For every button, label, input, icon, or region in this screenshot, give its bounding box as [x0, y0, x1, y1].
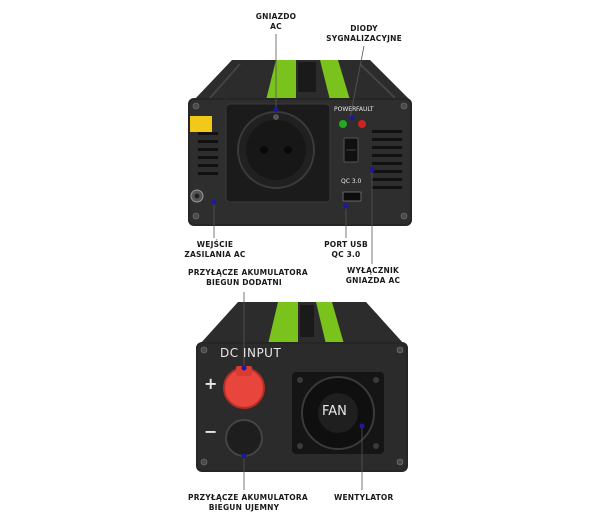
fault-led [358, 120, 366, 128]
callout-wejscie: WEJŚCIE ZASILANIA AC [184, 240, 246, 260]
dc-input-label: DC INPUT [220, 346, 282, 360]
callout-wentylator-line1: WENTYLATOR [334, 493, 394, 502]
callout-wylacznik-line2: GNIAZDA AC [345, 276, 401, 285]
callout-wylacznik-line1: WYŁĄCZNIK [347, 266, 399, 275]
callout-gniazdo-ac: GNIAZDO AC [250, 12, 302, 32]
callout-biegun-dodatni-line2: BIEGUN DODATNI [206, 278, 282, 287]
bottom-callout-dots [241, 365, 365, 459]
power-led [339, 120, 347, 128]
plus-sign: + [204, 374, 218, 393]
callout-diody-line2: SYGNALIZACYJNE [326, 34, 402, 43]
usb-port[interactable] [342, 191, 362, 202]
bottom-callout-lines [243, 292, 363, 490]
usb-label: QC 3.0 [341, 178, 362, 185]
top-right-vents [372, 130, 402, 189]
callout-biegun-dodatni: PRZYŁĄCZE AKUMULATORA BIEGUN DODATNI [188, 268, 308, 288]
top-screws [192, 102, 408, 220]
top-left-vents [198, 132, 218, 175]
callout-diody: DIODY SYGNALIZACYJNE [326, 24, 402, 44]
bottom-screws [200, 346, 404, 466]
callout-diody-line1: DIODY [350, 24, 378, 33]
callout-biegun-ujemny-line1: PRZYŁĄCZE AKUMULATORA [188, 493, 308, 502]
fan-label: FAN [322, 404, 347, 419]
callout-wentylator: WENTYLATOR [334, 493, 394, 503]
top-callout-lines [213, 34, 373, 264]
top-device-green-stripe [266, 60, 296, 100]
callout-biegun-ujemny-line2: BIEGUN UJEMNY [208, 503, 280, 512]
top-callout-dots [211, 107, 375, 209]
negative-terminal[interactable] [225, 419, 263, 457]
warning-sticker [190, 116, 212, 132]
minus-sign: − [204, 422, 218, 441]
callout-port-usb-line1: PORT USB [324, 240, 368, 249]
power-led-label: POWER [334, 106, 357, 113]
callout-gniazdo-ac-line2: AC [270, 22, 282, 31]
callout-wejscie-line2: ZASILANIA AC [184, 250, 246, 259]
callout-port-usb: PORT USB QC 3.0 [318, 240, 374, 260]
callout-gniazdo-ac-line1: GNIAZDO [255, 12, 297, 21]
callout-port-usb-line2: QC 3.0 [331, 250, 361, 259]
fault-led-label: FAULT [356, 106, 374, 113]
callout-wejscie-line1: WEJŚCIE [196, 240, 234, 249]
callout-wylacznik: WYŁĄCZNIK GNIAZDA AC [340, 266, 406, 286]
callout-biegun-dodatni-line1: PRZYŁĄCZE AKUMULATORA [188, 268, 308, 277]
callout-biegun-ujemny: PRZYŁĄCZE AKUMULATORA BIEGUN UJEMNY [188, 493, 308, 513]
